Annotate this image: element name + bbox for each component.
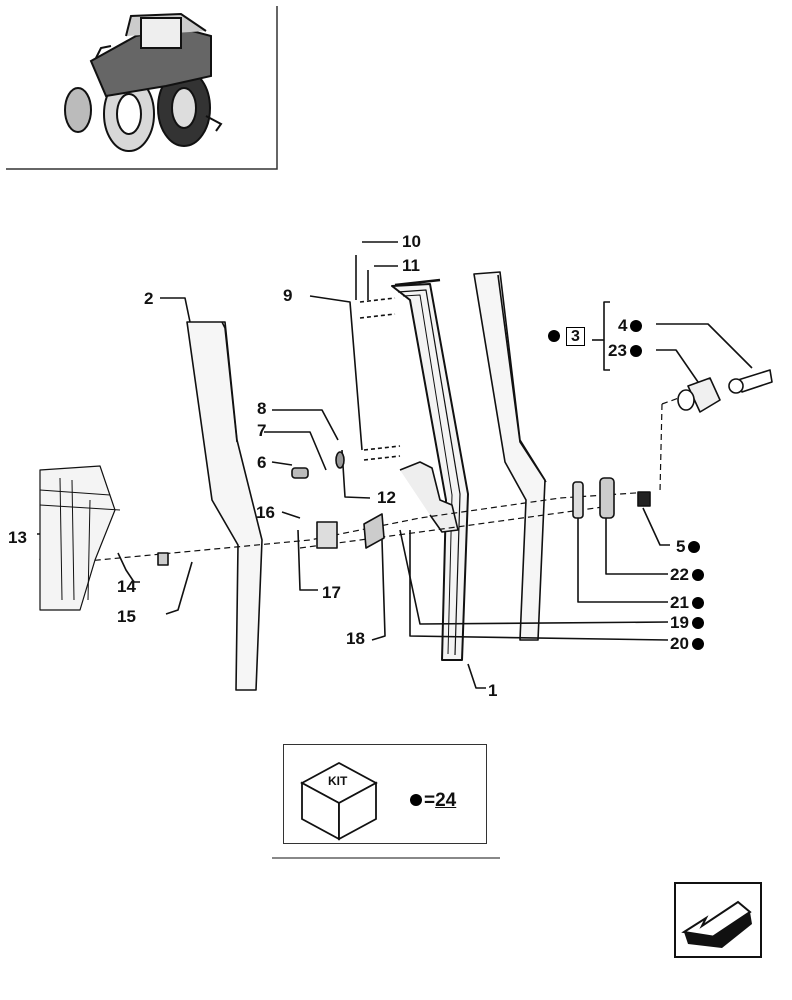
callout-1: 1 [488, 681, 498, 700]
kit-legend: KIT [283, 744, 487, 844]
callout-5: 5 [676, 538, 700, 555]
callout-18: 18 [346, 629, 365, 648]
tractor-thumbnail-icon [6, 6, 278, 170]
return-arrow-icon[interactable] [674, 882, 762, 958]
kit-badge: KIT [328, 774, 348, 788]
callout-15: 15 [117, 607, 136, 626]
callout-20: 20 [670, 635, 704, 652]
callout-2: 2 [144, 289, 154, 308]
kit-number: 24 [435, 790, 457, 811]
callout-16: 16 [256, 503, 275, 522]
kit-dot [410, 794, 422, 806]
callout-14: 14 [117, 577, 136, 596]
kit-equals: = [424, 790, 436, 811]
callout-10: 10 [402, 232, 421, 251]
callout-13: 13 [8, 528, 27, 547]
callout-9: 9 [283, 286, 293, 305]
callout-21: 21 [670, 594, 704, 611]
kit-box-icon: KIT [300, 761, 378, 841]
callout-17: 17 [322, 583, 341, 602]
callout-6: 6 [257, 453, 267, 472]
callout-8: 8 [257, 399, 267, 418]
group-box-number: 3 [566, 327, 585, 346]
kit-equation: =24 [410, 790, 456, 812]
callout-22: 22 [670, 566, 704, 583]
callout-23: 23 [608, 342, 642, 359]
bullet-dot [548, 330, 560, 342]
callout-11: 11 [402, 256, 420, 275]
callout-12: 12 [377, 488, 396, 507]
callout-7: 7 [257, 421, 267, 440]
callout-19: 19 [670, 614, 704, 631]
callout-4: 4 [618, 317, 642, 334]
group-reference: 3 [548, 327, 585, 346]
